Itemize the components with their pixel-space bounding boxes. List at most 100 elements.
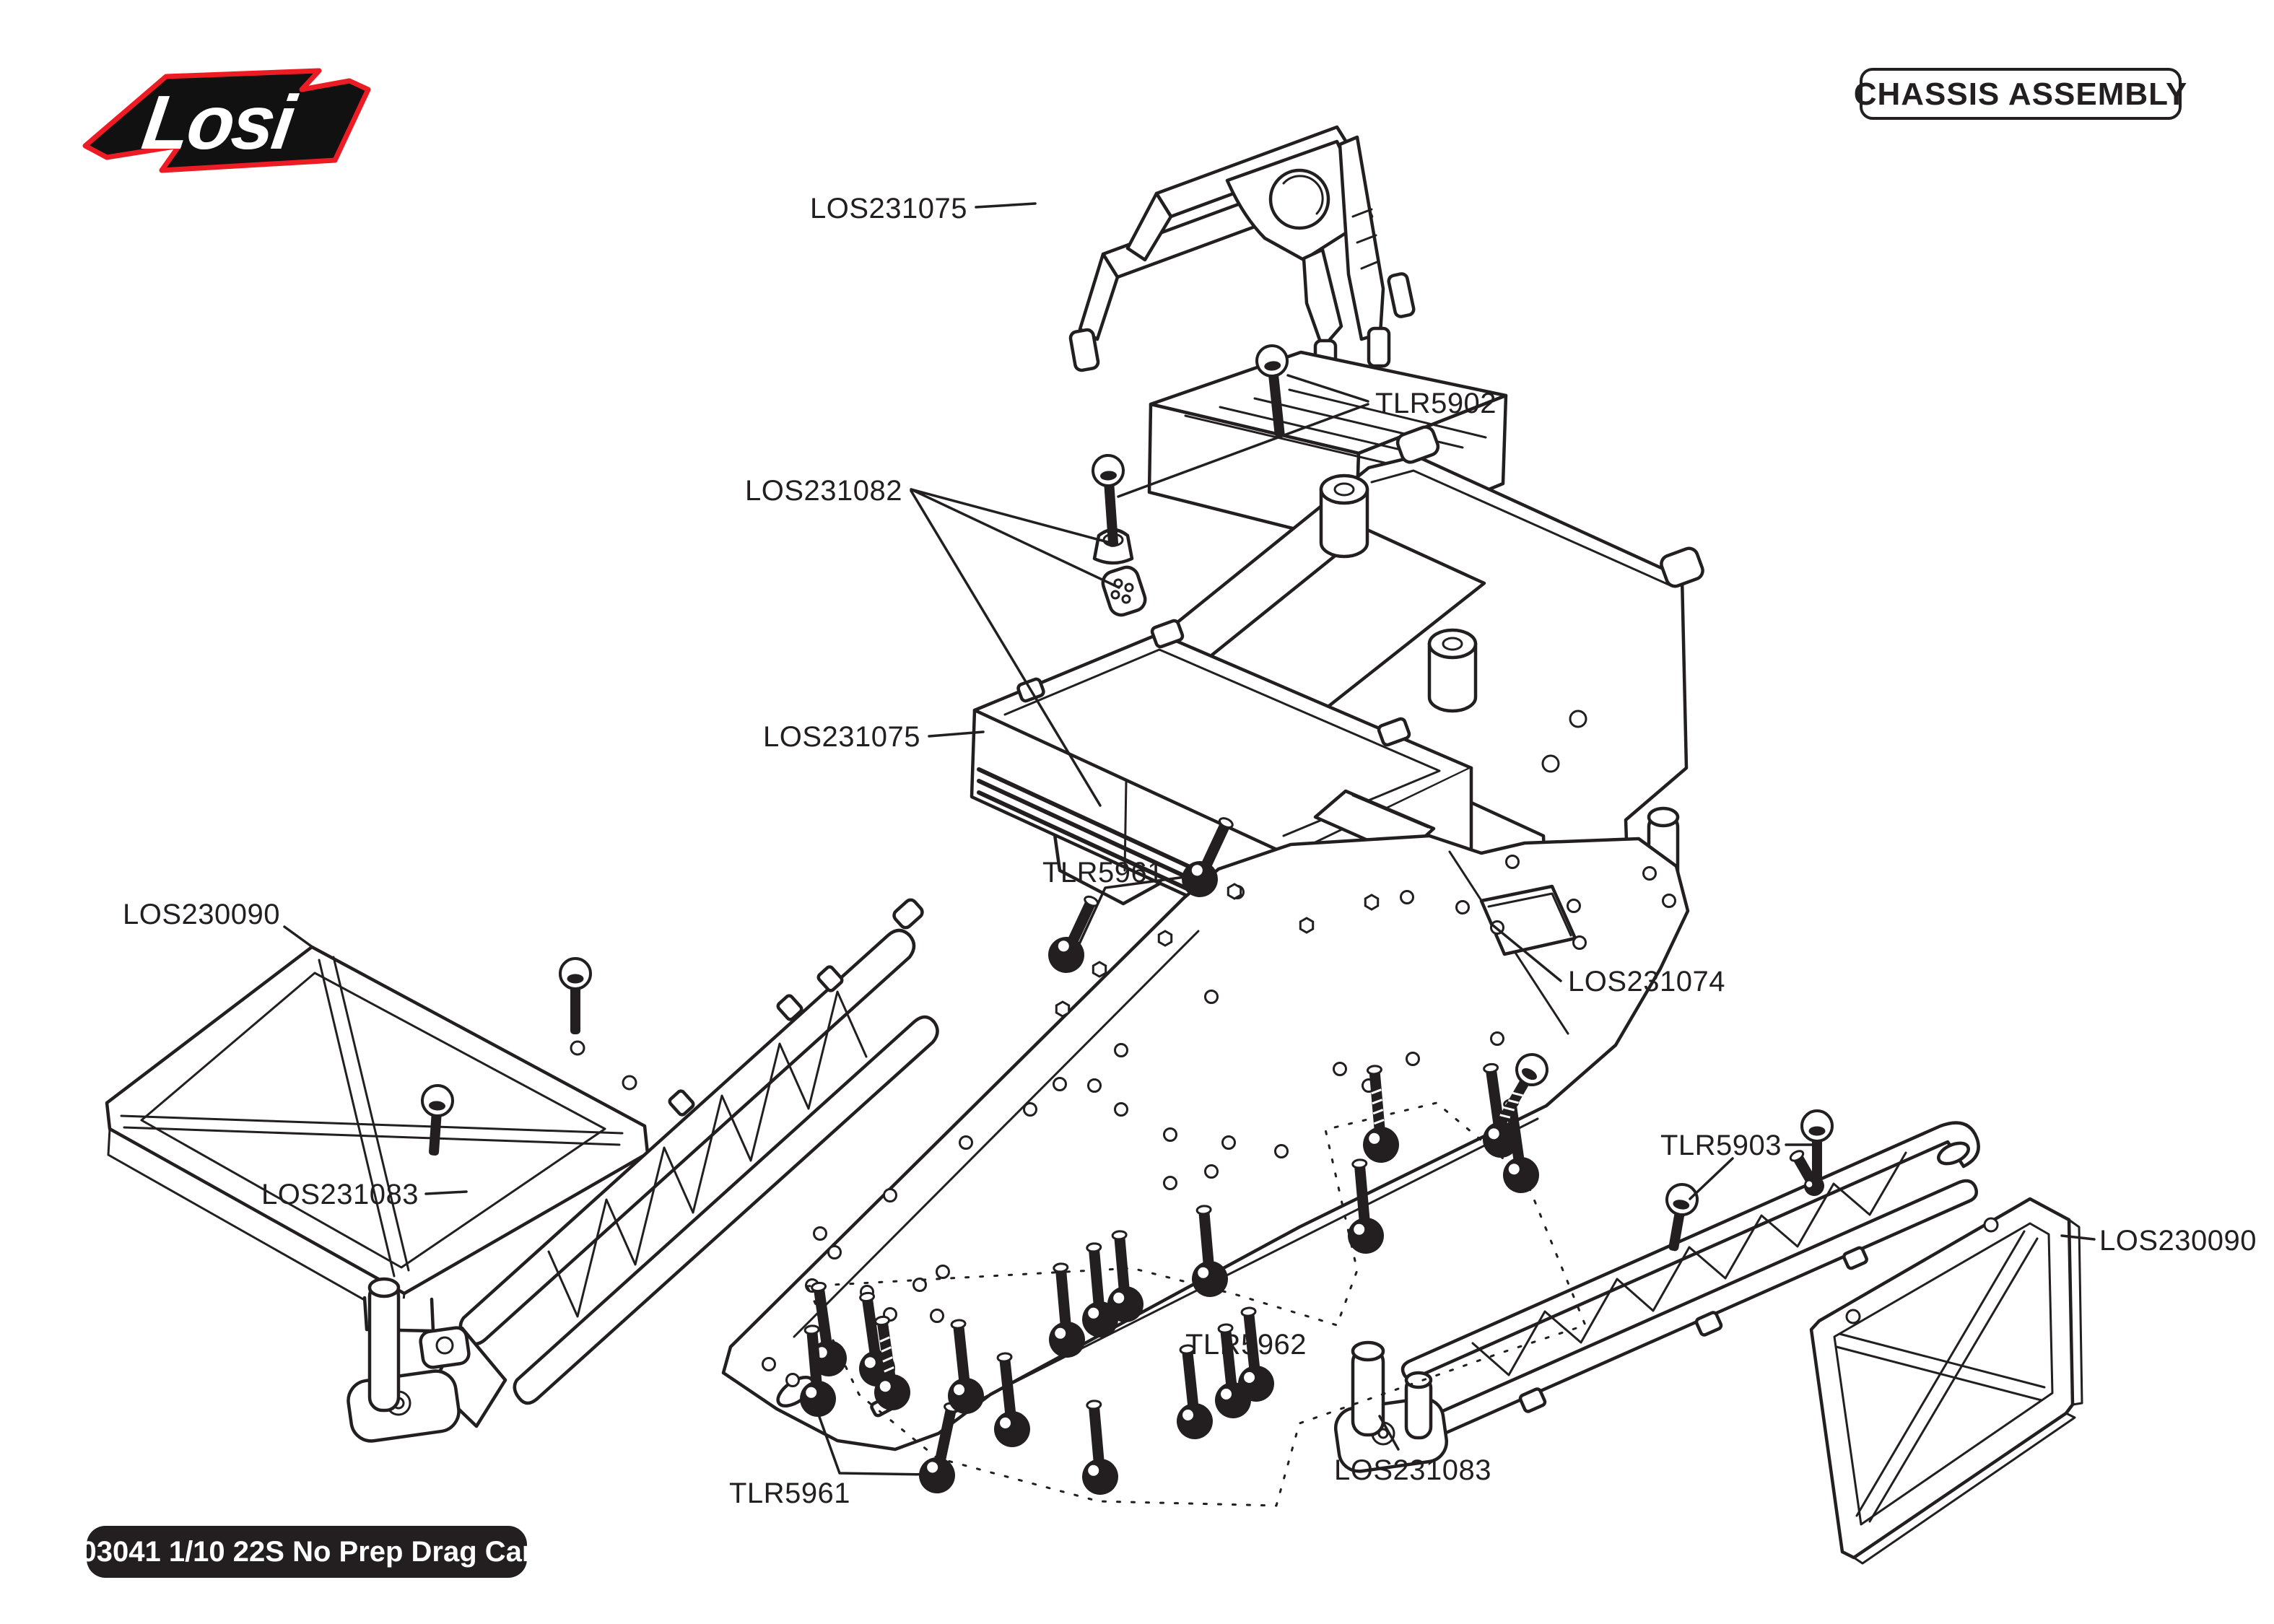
screw-ball_thread <box>1363 1065 1399 1163</box>
losi-logo-banner <box>82 68 371 173</box>
chassis-hole <box>1333 1062 1347 1076</box>
part-label-tlr5902: TLR5902 <box>1375 388 1497 419</box>
part-label-los231075-bottom: LOS231075 <box>763 721 920 753</box>
part-label-los231082: LOS231082 <box>745 475 902 507</box>
chassis-hole <box>813 1226 827 1241</box>
tray-standoff-post <box>1319 473 1369 559</box>
screw-ball <box>1192 1205 1228 1297</box>
screw-ball <box>1177 1344 1213 1439</box>
chassis-hole <box>1505 855 1520 869</box>
chassis-nut <box>1299 917 1315 934</box>
screw-ball_thread <box>874 1315 910 1410</box>
screw-pan <box>1255 344 1289 437</box>
screw-ball <box>800 1324 836 1417</box>
chassis-hole <box>883 1188 897 1202</box>
part-xbrace-plate-left <box>105 945 650 1333</box>
title-box-frame <box>1860 68 2182 120</box>
screw-ball <box>948 1319 984 1414</box>
part-label-tlr5961-bottom: TLR5961 <box>729 1477 850 1509</box>
screw-pan_thread <box>1495 1053 1548 1129</box>
screw-pan <box>1665 1183 1699 1252</box>
leader-los231074 <box>1491 924 1562 982</box>
screw-ball <box>1503 1098 1539 1193</box>
chassis-hole <box>1053 1077 1067 1091</box>
leader-tlr5902 <box>1117 374 1369 498</box>
footer-badge: C-LOS03041 1/10 22S No Prep Drag Car Rol… <box>0 1526 623 1578</box>
part-label-los230090-right: LOS230090 <box>2099 1225 2257 1257</box>
leader-tlr5961-bottom <box>815 1407 933 1476</box>
leader-lines <box>283 202 2096 1476</box>
chassis-hole <box>1400 890 1414 904</box>
chassis-hole <box>1114 1043 1128 1057</box>
chassis-nut <box>1092 961 1107 978</box>
chassis-hole <box>1221 1135 1236 1150</box>
screw-pan <box>559 957 592 1034</box>
chassis-hole <box>1204 990 1219 1004</box>
screw-pan <box>421 1084 454 1156</box>
chassis-hole <box>1114 1102 1128 1117</box>
part-label-tlr5961-top: TLR5961 <box>1042 857 1164 889</box>
leader-los230090-left <box>283 925 315 949</box>
leader-los231083-left <box>424 1190 468 1195</box>
part-labels: LOS231075 TLR5902 LOS231082 LOS231075 TL… <box>123 193 2257 1509</box>
chassis-hole <box>912 1278 927 1292</box>
part-label-los231083-bottom: LOS231083 <box>1334 1454 1491 1486</box>
footer-badge-text: C-LOS03041 1/10 22S No Prep Drag Car Rol… <box>0 1536 623 1568</box>
chassis-hole <box>762 1357 776 1371</box>
chassis-hole <box>959 1135 973 1150</box>
part-label-los230090-left: LOS230090 <box>123 899 280 930</box>
leader-tlr5961-top <box>1077 875 1192 947</box>
leader-tlr5903 <box>1689 1143 1815 1200</box>
part-label-los231083-left: LOS231083 <box>261 1179 419 1210</box>
part-label-tlr5962: TLR5962 <box>1185 1329 1307 1361</box>
leader-los231075-bottom <box>928 730 985 738</box>
part-label-tlr5903: TLR5903 <box>1660 1130 1782 1161</box>
chassis-hole <box>1490 1031 1504 1046</box>
chassis-hole <box>1662 894 1676 908</box>
chassis-hole <box>1023 1102 1037 1117</box>
chassis-hole <box>1163 1176 1177 1190</box>
leader-los230090-right <box>2060 1234 2096 1241</box>
chassis-hole <box>785 1373 800 1387</box>
hardware-region-outline <box>805 1101 1587 1507</box>
chassis-hole <box>1274 1144 1289 1158</box>
chassis-nut <box>1055 1000 1071 1018</box>
chassis-hole <box>1204 1164 1219 1179</box>
screw-ball <box>1348 1158 1384 1254</box>
chassis-hole <box>1572 935 1587 950</box>
chassis-nut <box>1364 894 1380 911</box>
chassis-hole <box>1087 1078 1102 1093</box>
part-label-los231074: LOS231074 <box>1568 966 1725 997</box>
screw-ball <box>1048 895 1099 973</box>
tray-standoff-post <box>1427 628 1478 713</box>
leader-los231083-bottom <box>1378 1415 1400 1451</box>
screws-layer <box>421 344 1834 1495</box>
screw-ball <box>994 1352 1030 1447</box>
screw-ball <box>1182 817 1234 897</box>
leader-los231075-top <box>975 202 1037 209</box>
footer-badge-background <box>87 1526 527 1578</box>
chassis-nut <box>1157 930 1173 947</box>
chassis-hole <box>1567 899 1581 913</box>
chassis-hole <box>1406 1052 1420 1066</box>
chassis-nut <box>1227 883 1242 900</box>
screw-ball <box>1215 1323 1251 1418</box>
chassis-hole <box>1455 900 1470 914</box>
part-body-mount-bracket <box>1068 125 1416 377</box>
part-label-los231075-top: LOS231075 <box>810 193 967 224</box>
title-box: CHASSIS ASSEMBLY <box>1854 68 2188 120</box>
screw-pan <box>1800 1109 1834 1187</box>
part-xbrace-plate-right <box>1809 1197 2083 1565</box>
leader-los231082 <box>910 488 1120 807</box>
losi-logo: Losi <box>82 68 371 173</box>
chassis-hole <box>1163 1127 1177 1142</box>
chassis-hole <box>1642 866 1657 881</box>
part-chassis-brace-left <box>347 898 939 1443</box>
screw-ball <box>1082 1400 1118 1495</box>
chassis-hole <box>930 1309 944 1323</box>
screw-ball <box>1107 1230 1143 1322</box>
page-title: CHASSIS ASSEMBLY <box>1854 77 2188 112</box>
screw-ball <box>1049 1262 1085 1358</box>
